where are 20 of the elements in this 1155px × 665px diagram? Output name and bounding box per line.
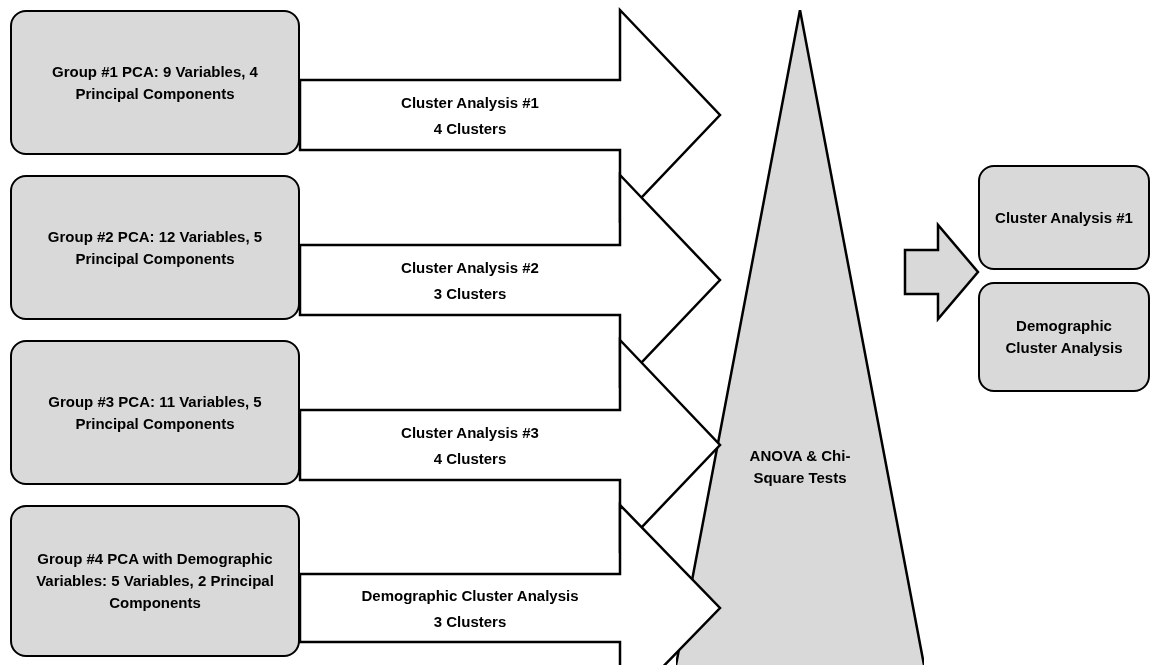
process-box bbox=[978, 165, 1150, 270]
node-label: Group #1 PCA: 9 Variables, 4 Principal Components bbox=[51, 61, 259, 104]
edge-label: Cluster Analysis #2 3 Clusters bbox=[400, 257, 540, 303]
process-box bbox=[10, 340, 300, 485]
block-arrow bbox=[298, 501, 722, 665]
process-box bbox=[10, 175, 300, 320]
node-label: Group #2 PCA: 12 Variables, 5 Principal Components bbox=[46, 226, 264, 269]
node-label: Group #4 PCA with Demographic Variables: 5 Variables, 2 Principal Components bbox=[35, 549, 275, 613]
node-label: Group #3 PCA: 11 Variables, 5 Principal Components bbox=[47, 391, 263, 434]
edge-label: Demographic Cluster Analysis 3 Clusters bbox=[360, 585, 580, 631]
process-box bbox=[10, 10, 300, 155]
edge-label: Cluster Analysis #1 4 Clusters bbox=[400, 92, 540, 138]
node-label: Demographic Cluster Analysis bbox=[1004, 316, 1124, 358]
process-box bbox=[10, 505, 300, 657]
triangle-shape bbox=[676, 10, 924, 665]
block-arrow bbox=[903, 221, 980, 323]
node-label: ANOVA & Chi-Square Tests bbox=[748, 446, 852, 488]
process-box bbox=[978, 282, 1150, 392]
edge-label: Cluster Analysis #3 4 Clusters bbox=[400, 422, 540, 468]
node-label: Cluster Analysis #1 bbox=[995, 207, 1133, 228]
